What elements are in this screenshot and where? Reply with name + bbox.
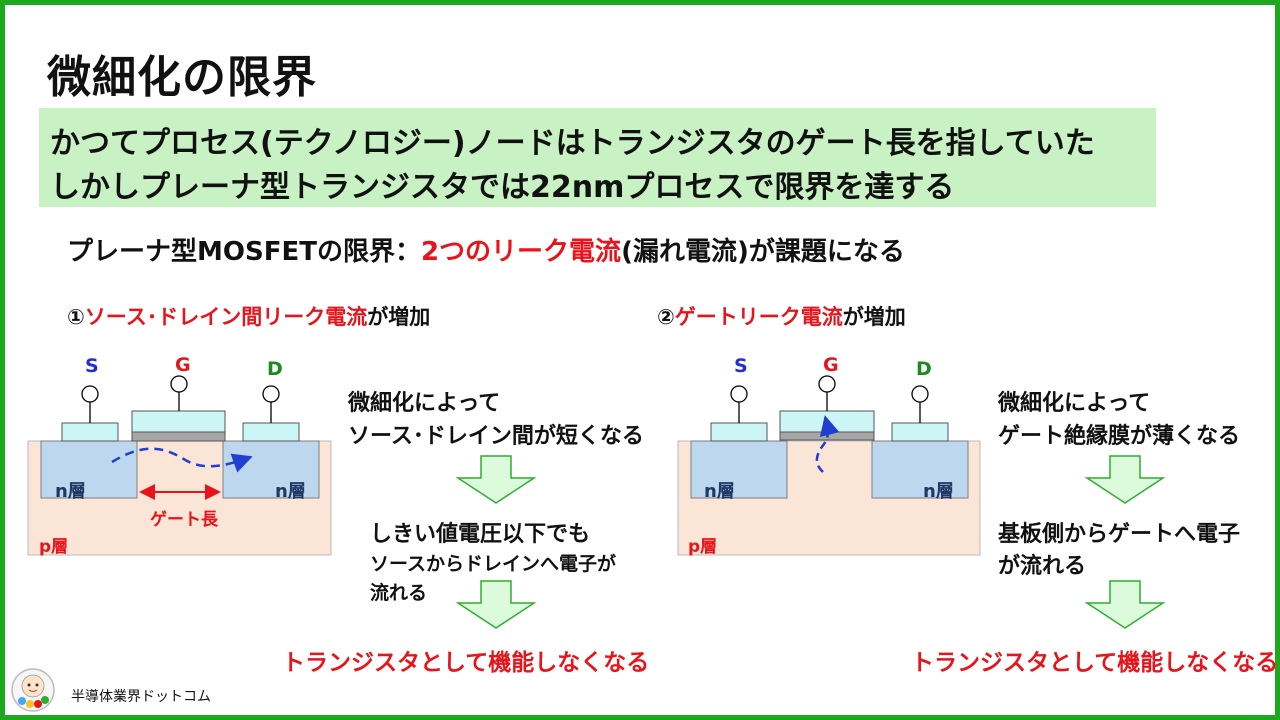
left-source-contact (61, 422, 119, 442)
left-label-d: D (267, 358, 283, 380)
right-down-arrow-1 (1084, 455, 1166, 504)
subheading-highlight: 2つのリーク電流 (420, 237, 622, 267)
subheading-prefix: プレーナ型MOSFETの限界： (67, 237, 421, 267)
left-label-n-drain: n層 (275, 481, 306, 502)
right-label-p: p層 (688, 537, 718, 557)
left-step1-line2: ソース･ドレイン間が短くなる (348, 424, 644, 449)
left-gate-oxide (131, 431, 226, 442)
right-section-heading: ②ゲートリーク電流が増加 (657, 301, 906, 331)
left-step2-sub-line2: 流れる (370, 582, 428, 604)
right-transistor (677, 375, 981, 556)
right-heading-suffix: が増加 (842, 305, 906, 329)
site-name: 半導体業界ドットコム (71, 689, 211, 705)
left-step1-line1: 微細化によって (348, 391, 501, 416)
right-step2-line2: が流れる (998, 554, 1087, 579)
subheading-suffix: (漏れ電流)が課題になる (621, 237, 905, 267)
page-title: 微細化の限界 (47, 52, 317, 103)
right-n-region-drain (871, 440, 969, 499)
right-label-s: S (734, 355, 748, 377)
right-label-d: D (916, 358, 932, 380)
left-label-p: p層 (39, 537, 69, 557)
left-result: トランジスタとして機能しなくなる (282, 650, 650, 676)
right-source-contact (710, 422, 768, 442)
left-step2-main: しきい値電圧以下でも (370, 522, 591, 547)
right-step1-line2: ゲート絶縁膜が薄くなる (998, 424, 1241, 449)
left-gate-electrode (131, 410, 226, 433)
left-down-arrow-2 (455, 580, 537, 629)
left-heading-number: ① (67, 305, 85, 329)
subheading: プレーナ型MOSFETの限界：2つのリーク電流(漏れ電流)が課題になる (67, 231, 905, 268)
right-electron-leak-path (815, 415, 840, 473)
mascot-logo (11, 668, 55, 712)
left-label-gate-length: ゲート長 (150, 510, 218, 530)
summary-banner: かつてプロセス(テクノロジー)ノードはトランジスタのゲート長を指していた しかし… (39, 108, 1156, 207)
right-label-n-drain: n層 (923, 481, 954, 502)
left-heading-highlight: ソース･ドレイン間リーク電流 (84, 305, 368, 329)
left-section-heading: ①ソース･ドレイン間リーク電流が増加 (67, 301, 430, 331)
left-down-arrow-1 (455, 455, 537, 504)
right-label-n-source: n層 (704, 481, 735, 502)
right-drain-terminal (911, 385, 929, 403)
left-source-terminal (81, 385, 99, 403)
left-n-region-source (40, 440, 138, 499)
right-drain-contact (891, 422, 949, 442)
right-heading-highlight: ゲートリーク電流 (674, 305, 843, 329)
transistor-diagrams (11, 375, 1166, 712)
left-transistor (27, 375, 332, 556)
right-step1-line1: 微細化によって (998, 391, 1151, 416)
right-label-g: G (823, 354, 839, 376)
right-down-arrow-2 (1084, 580, 1166, 629)
left-drain-contact (242, 422, 300, 442)
right-result: トランジスタとして機能しなくなる (911, 650, 1279, 676)
banner-line-2: しかしプレーナ型トランジスタでは22nmプロセスで限界を達する (50, 170, 955, 205)
left-label-n-source: n層 (55, 481, 86, 502)
right-source-terminal (730, 385, 748, 403)
left-label-s: S (85, 355, 99, 377)
right-step2-line1: 基板側からゲートへ電子 (998, 522, 1241, 547)
right-heading-number: ② (657, 305, 675, 329)
right-n-region-source (690, 440, 788, 499)
left-gate-terminal (170, 375, 188, 393)
left-drain-terminal (262, 385, 280, 403)
left-step2-sub-line1: ソースからドレインへ電子が (370, 553, 617, 575)
left-heading-suffix: が増加 (367, 305, 431, 329)
banner-line-1: かつてプロセス(テクノロジー)ノードはトランジスタのゲート長を指していた (50, 126, 1095, 161)
right-gate-terminal (818, 375, 836, 393)
left-label-g: G (175, 354, 191, 376)
